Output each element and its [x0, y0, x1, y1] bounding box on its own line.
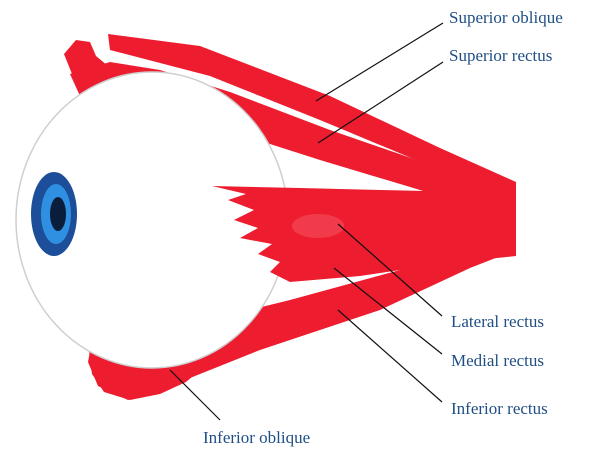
label-superior-oblique: Superior oblique	[449, 8, 563, 28]
lateral-rectus-highlight	[292, 214, 344, 238]
leader-line-superior-oblique	[316, 23, 443, 101]
label-inferior-oblique: Inferior oblique	[203, 428, 310, 448]
pupil	[50, 197, 66, 231]
label-inferior-rectus: Inferior rectus	[451, 399, 548, 419]
leader-line-inferior-rectus	[338, 310, 442, 402]
label-medial-rectus: Medial rectus	[451, 351, 544, 371]
leader-line-inferior-oblique	[170, 370, 220, 420]
label-superior-rectus: Superior rectus	[449, 46, 552, 66]
label-lateral-rectus: Lateral rectus	[451, 312, 544, 332]
